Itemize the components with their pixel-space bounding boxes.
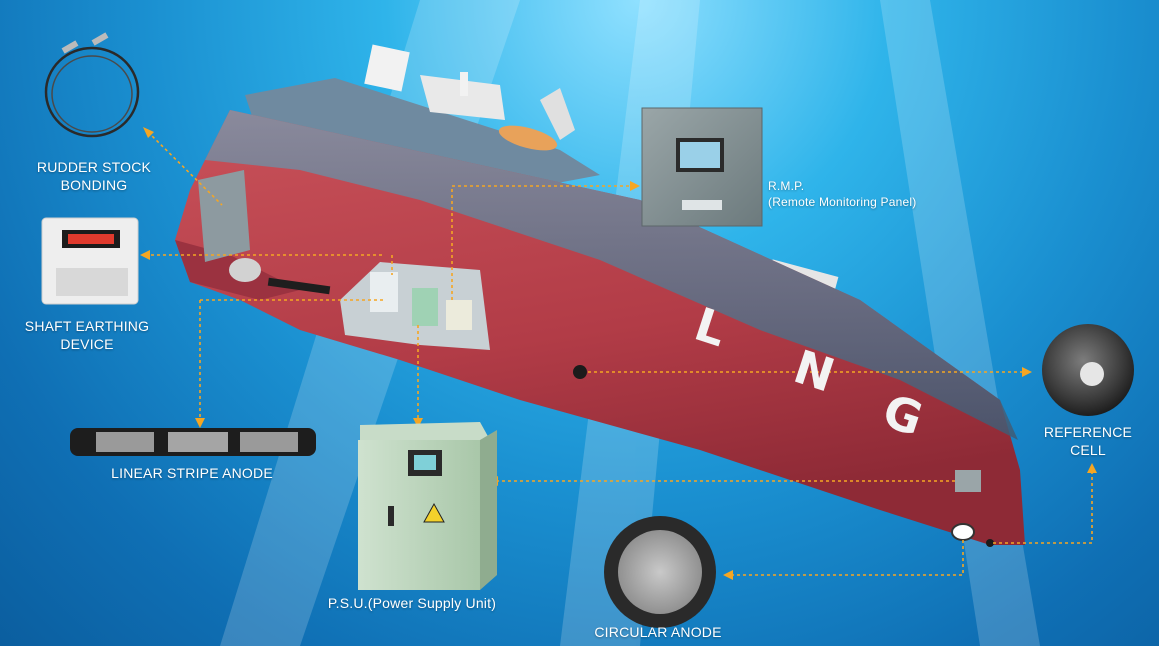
psu-label: P.S.U.(Power Supply Unit) [327,595,497,611]
rmp-panel [641,107,763,227]
rudder-stock-bonding-line2: BONDING [60,177,128,193]
arrowhead-linear-anode [195,418,205,428]
connector-circular-anode [730,540,964,576]
arrowhead-psu [413,418,423,428]
linear-stripe-anode-image [70,428,316,456]
rmp-line1: R.M.P. [768,179,805,193]
linear-stripe-anode-label: LINEAR STRIPE ANODE [111,465,273,481]
rudder-stock-bonding-label: RUDDER STOCK BONDING [24,158,164,194]
hull-cutaway [340,262,490,350]
connector-rudder [147,131,223,206]
reference-cell-line1: REFERENCE [1043,424,1133,440]
psu-cabinet [358,422,497,590]
shaft-earthing-device [41,217,139,305]
hull-circular-anode-point [951,523,975,541]
arrowhead-reference-cell [1022,367,1032,377]
arrowhead-rudder [143,127,154,138]
reference-cell-image [1042,324,1134,416]
rmp-label: R.M.P. (Remote Monitoring Panel) [768,178,938,210]
arrowhead-rmp [630,181,640,191]
hull-stripe-anode [267,277,331,295]
shaft-earthing-device-line1: SHAFT EARTHING [24,318,150,334]
connector-rmp [451,185,633,300]
reference-cell-line2: CELL [1070,442,1106,458]
circular-anode-image [604,516,716,628]
hull-reference-cell-point [573,365,587,379]
connector-reference-cell-v [993,470,1093,544]
arrowhead-shaft [140,250,150,260]
rmp-line2: (Remote Monitoring Panel) [768,195,917,209]
arrowhead-circular-anode [723,570,733,580]
superstructure [245,44,839,289]
circular-anode-label: CIRCULAR ANODE [594,624,722,640]
rudder-stock-bonding-line1: RUDDER STOCK [36,159,152,175]
hull-cell-point [986,539,994,547]
reference-cell-label: REFERENCE CELL [1038,423,1138,459]
connector-lines [145,131,1093,576]
shaft-earthing-device-label: SHAFT EARTHING DEVICE [10,317,164,353]
propeller [198,170,261,282]
hull-sensor-box [955,470,981,492]
rudder-stock-bonding-cable [44,32,140,138]
arrowhead-reference-cell-up [1087,463,1097,473]
shaft-earthing-device-line2: DEVICE [60,336,114,352]
